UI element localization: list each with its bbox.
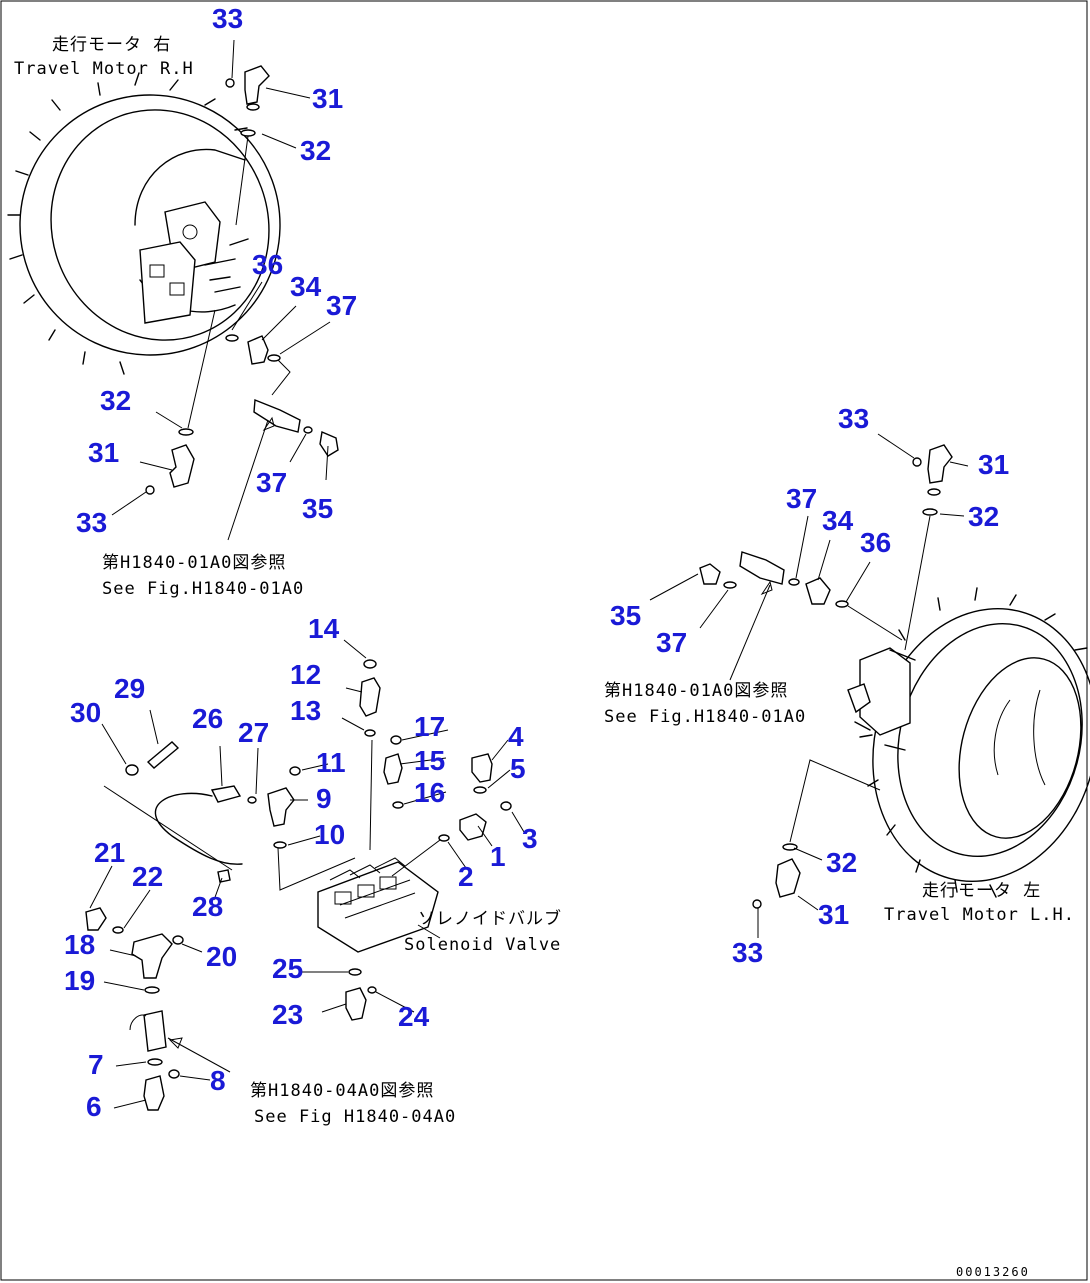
callout-37: 37 [326, 290, 357, 321]
rh-sensor-fittings [225, 334, 339, 541]
callout-4: 4 [508, 721, 524, 752]
callout-34: 34 [822, 505, 854, 536]
callout-18: 18 [64, 929, 95, 960]
caption-ref-c-en: See Fig H1840-04A0 [254, 1107, 456, 1127]
plug-23 [345, 968, 377, 1021]
callout-12: 12 [290, 659, 321, 690]
callout-32: 32 [968, 501, 999, 532]
lh-upper-elbow-fitting [904, 444, 953, 651]
tee-fitting-18 [85, 907, 184, 994]
callout-10: 10 [314, 819, 345, 850]
callout-7: 7 [88, 1049, 104, 1080]
pressure-switch-6 [129, 1010, 231, 1111]
rh-lower-elbow-fitting [145, 309, 216, 495]
callout-31: 31 [88, 437, 119, 468]
caption-ref-a-jp: 第H1840-01A0図参照 [102, 553, 286, 573]
caption-ref-c-jp: 第H1840-04A0図参照 [250, 1081, 434, 1101]
lh-sensor-fittings [699, 551, 903, 681]
caption-rh-jp: 走行モータ 右 [52, 35, 171, 55]
callout-8: 8 [210, 1065, 226, 1096]
callout-33: 33 [838, 403, 869, 434]
travel-motor-lh [847, 587, 1090, 898]
callout-23: 23 [272, 999, 303, 1030]
sensor-cable-26 [155, 785, 257, 883]
caption-valve-jp: ソレノイドバルブ [418, 908, 562, 929]
callout-27: 27 [238, 717, 269, 748]
callout-29: 29 [114, 673, 145, 704]
callout-37: 37 [656, 627, 687, 658]
callout-20: 20 [206, 941, 237, 972]
callout-35: 35 [610, 600, 641, 631]
caption-ref-a-en: See Fig.H1840-01A0 [102, 579, 304, 599]
caption-lh-jp: 走行モータ 左 [922, 881, 1041, 901]
callout-32: 32 [100, 385, 131, 416]
callout-37: 37 [786, 483, 817, 514]
callout-31: 31 [818, 899, 849, 930]
callout-34: 34 [290, 271, 322, 302]
callout-37: 37 [256, 467, 287, 498]
callout-33: 33 [212, 3, 243, 34]
figure-code: 00013260 [956, 1265, 1030, 1279]
callout-31: 31 [312, 83, 343, 114]
callout-2: 2 [458, 861, 474, 892]
valve-fitting-9 [267, 766, 301, 849]
callout-28: 28 [192, 891, 223, 922]
callout-26: 26 [192, 703, 223, 734]
callout-13: 13 [290, 695, 321, 726]
callout-21: 21 [94, 837, 125, 868]
rh-upper-elbow-fitting [225, 65, 270, 226]
callout-25: 25 [272, 953, 303, 984]
callout-24: 24 [398, 1001, 430, 1032]
callout-6: 6 [86, 1091, 102, 1122]
leader-lines [89, 39, 969, 1109]
callout-33: 33 [732, 937, 763, 968]
caption-ref-b-en: See Fig.H1840-01A0 [604, 707, 806, 727]
callout-3: 3 [522, 823, 538, 854]
part-callouts: 33 31 32 36 34 37 32 31 33 37 35 33 31 3… [64, 3, 1009, 1122]
valve-top-fittings [359, 659, 381, 737]
callout-33: 33 [76, 507, 107, 538]
callout-9: 9 [316, 783, 332, 814]
caption-lh-en: Travel Motor L.H. [884, 905, 1075, 925]
valve-fitting-15 [383, 735, 404, 809]
caption-valve-en: Solenoid Valve [404, 935, 561, 955]
callout-5: 5 [510, 753, 526, 784]
callout-32: 32 [826, 847, 857, 878]
lh-lower-elbow-fitting [752, 759, 881, 909]
callout-14: 14 [308, 613, 340, 644]
callout-16: 16 [414, 777, 445, 808]
bolt-29-washer-30 [103, 741, 233, 871]
callout-30: 30 [70, 697, 101, 728]
callout-36: 36 [252, 249, 283, 280]
travel-motor-rh [7, 72, 281, 375]
callout-11: 11 [316, 747, 346, 778]
callout-35: 35 [302, 493, 333, 524]
callout-31: 31 [978, 449, 1009, 480]
caption-rh-en: Travel Motor R.H [14, 59, 194, 79]
callout-32: 32 [300, 135, 331, 166]
callout-19: 19 [64, 965, 95, 996]
valve-fitting-1 [438, 753, 512, 842]
caption-ref-b-jp: 第H1840-01A0図参照 [604, 681, 788, 701]
callout-17: 17 [414, 711, 445, 742]
solenoid-valve-assembly [277, 739, 441, 953]
callout-1: 1 [490, 841, 506, 872]
callout-36: 36 [860, 527, 891, 558]
callout-22: 22 [132, 861, 163, 892]
callout-15: 15 [414, 745, 445, 776]
